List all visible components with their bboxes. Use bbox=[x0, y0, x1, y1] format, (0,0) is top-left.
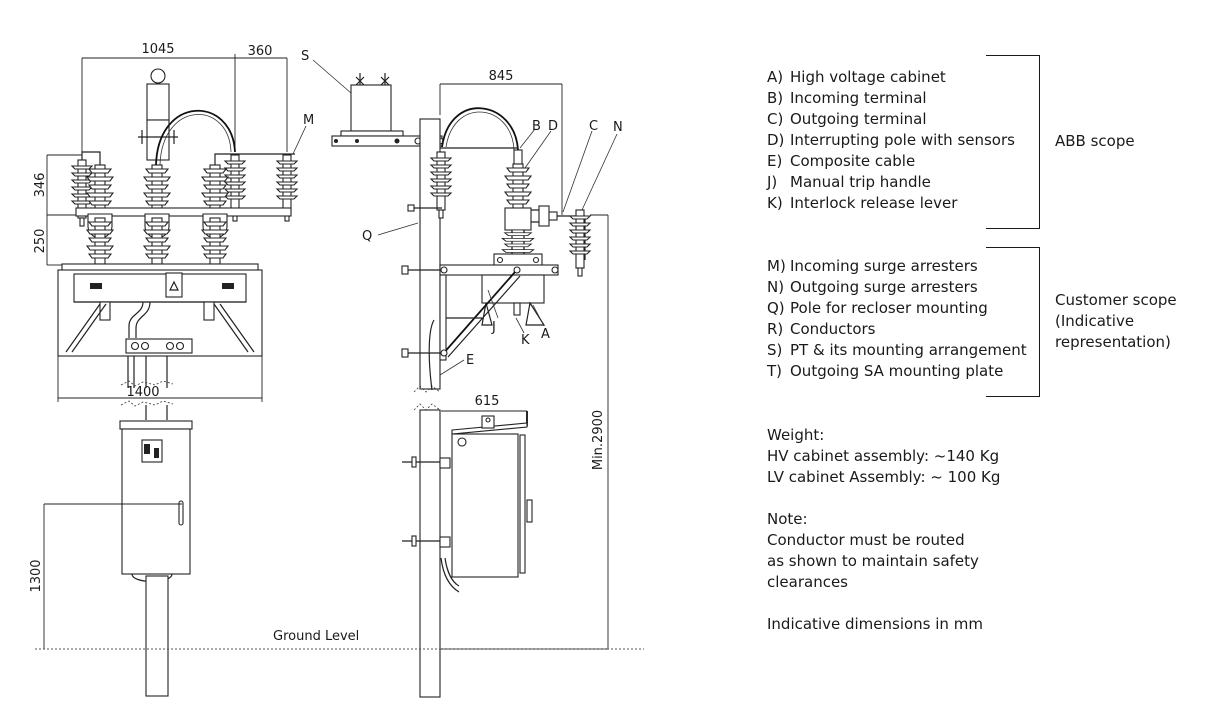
abb-scope-label: ABB scope bbox=[1055, 132, 1135, 150]
units-note: Indicative dimensions in mm bbox=[767, 615, 983, 633]
legend-item: N)Outgoing surge arresters bbox=[767, 278, 978, 296]
notes-block: Weight: HV cabinet assembly: ~140 Kg LV … bbox=[767, 425, 1000, 635]
dim-2900-label: Min.2900 bbox=[591, 410, 606, 470]
ground-level-label: Ground Level bbox=[273, 629, 359, 644]
front-view: 1045 360 bbox=[29, 42, 314, 697]
legend-item: A)High voltage cabinet bbox=[767, 68, 946, 86]
legend-item: Q)Pole for recloser mounting bbox=[767, 299, 988, 317]
lv-cabinet-front bbox=[119, 405, 193, 697]
note-line: clearances bbox=[767, 573, 848, 591]
callout-Q: Q bbox=[362, 229, 372, 244]
side-callouts: B D C N J K A E bbox=[439, 119, 623, 376]
conductor-arc-side bbox=[441, 107, 519, 151]
hv-weight: HV cabinet assembly: ~140 Kg bbox=[767, 447, 1000, 465]
dim-vertical-front: 346 250 bbox=[33, 154, 82, 266]
pole-q: Q bbox=[362, 118, 441, 698]
callout-D: D bbox=[548, 119, 558, 134]
customer-scope-list: M)Incoming surge arresters N)Outgoing su… bbox=[767, 256, 1027, 382]
legend-item: C)Outgoing terminal bbox=[767, 110, 927, 128]
callout-S: S bbox=[301, 49, 352, 94]
note-line: Conductor must be routed bbox=[767, 531, 965, 549]
customer-scope-bracket bbox=[986, 247, 1040, 397]
dim-1400: 1400 bbox=[57, 356, 263, 402]
legend-item: B)Incoming terminal bbox=[767, 89, 927, 107]
legend-item: D)Interrupting pole with sensors bbox=[767, 131, 1015, 149]
dim-845: 845 bbox=[439, 69, 563, 215]
note-heading: Note: bbox=[767, 510, 808, 528]
abb-scope-bracket bbox=[986, 55, 1040, 229]
callout-E: E bbox=[466, 353, 474, 368]
weight-heading: Weight: bbox=[767, 426, 825, 444]
note-line: as shown to maintain safety bbox=[767, 552, 979, 570]
dim-346-label: 346 bbox=[33, 173, 48, 198]
svg-text:S: S bbox=[301, 49, 309, 64]
dim-1300-label: 1300 bbox=[29, 559, 44, 592]
lv-weight: LV cabinet Assembly: ~ 100 Kg bbox=[767, 468, 1001, 486]
pt-column bbox=[138, 68, 178, 161]
dim-top-width: 1045 360 bbox=[81, 42, 288, 152]
pole-front bbox=[120, 356, 174, 407]
conductor-arc bbox=[155, 109, 236, 166]
callout-K: K bbox=[521, 333, 530, 348]
callout-A: A bbox=[541, 327, 550, 342]
legend-item: K)Interlock release lever bbox=[767, 194, 958, 212]
legend-item: M)Incoming surge arresters bbox=[767, 257, 978, 275]
legend-item: S)PT & its mounting arrangement bbox=[767, 341, 1027, 359]
dim-360-label: 360 bbox=[248, 44, 273, 59]
lv-cabinet-side: 615 bbox=[402, 394, 533, 593]
callout-N: N bbox=[613, 120, 623, 135]
interrupting-pole-side bbox=[493, 149, 586, 267]
legend-item: J)Manual trip handle bbox=[767, 173, 931, 191]
ground-level: Ground Level bbox=[35, 629, 644, 650]
interrupting-poles bbox=[86, 213, 229, 265]
callout-C: C bbox=[589, 119, 598, 134]
dim-1045-label: 1045 bbox=[141, 42, 174, 57]
legend-item: R)Conductors bbox=[767, 320, 876, 338]
legend-item: T)Outgoing SA mounting plate bbox=[767, 362, 1004, 380]
svg-text:M: M bbox=[303, 113, 314, 128]
dim-845-label: 845 bbox=[489, 69, 514, 84]
dim-1400-label: 1400 bbox=[126, 385, 159, 400]
hv-cabinet-side bbox=[401, 264, 559, 391]
side-view: S Q 84 bbox=[301, 49, 623, 698]
legend-item: E)Composite cable bbox=[767, 152, 916, 170]
hv-cabinet-front bbox=[57, 263, 263, 357]
dim-615-label: 615 bbox=[475, 394, 500, 409]
dim-250-label: 250 bbox=[33, 229, 48, 254]
callout-M: M bbox=[292, 113, 314, 155]
callout-B: B bbox=[532, 119, 541, 134]
callout-J: J bbox=[491, 320, 496, 335]
dim-1300: 1300 bbox=[29, 503, 182, 649]
abb-scope-list: A)High voltage cabinet B)Incoming termin… bbox=[767, 67, 1015, 214]
customer-scope-label: Customer scope (Indicative representatio… bbox=[1055, 291, 1177, 351]
